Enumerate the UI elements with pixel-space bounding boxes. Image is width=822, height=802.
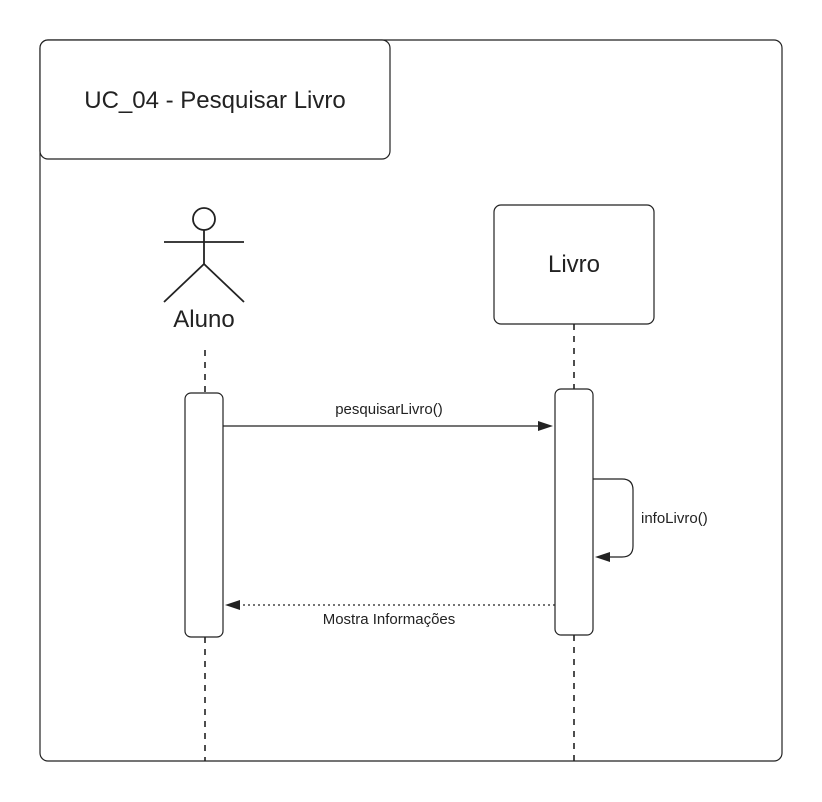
message-label-mostra: Mostra Informações [323,611,456,628]
activation-bar-livro [554,388,594,636]
message-arrow-infolivro [593,478,634,558]
arrowhead-pesquisar [538,421,553,431]
frame-title-box [39,39,391,160]
activation-bar-aluno [184,392,224,638]
arrowhead-mostra [225,600,240,610]
arrowhead-infolivro [595,552,610,562]
actor-icon [163,207,245,303]
object-label-livro: Livro [548,251,600,278]
message-label-pesquisar: pesquisarLivro() [335,401,443,418]
object-box-livro [493,204,655,325]
message-label-infolivro: infoLivro() [641,510,708,527]
actor-label-aluno: Aluno [173,306,234,333]
frame-title: UC_04 - Pesquisar Livro [84,87,345,114]
